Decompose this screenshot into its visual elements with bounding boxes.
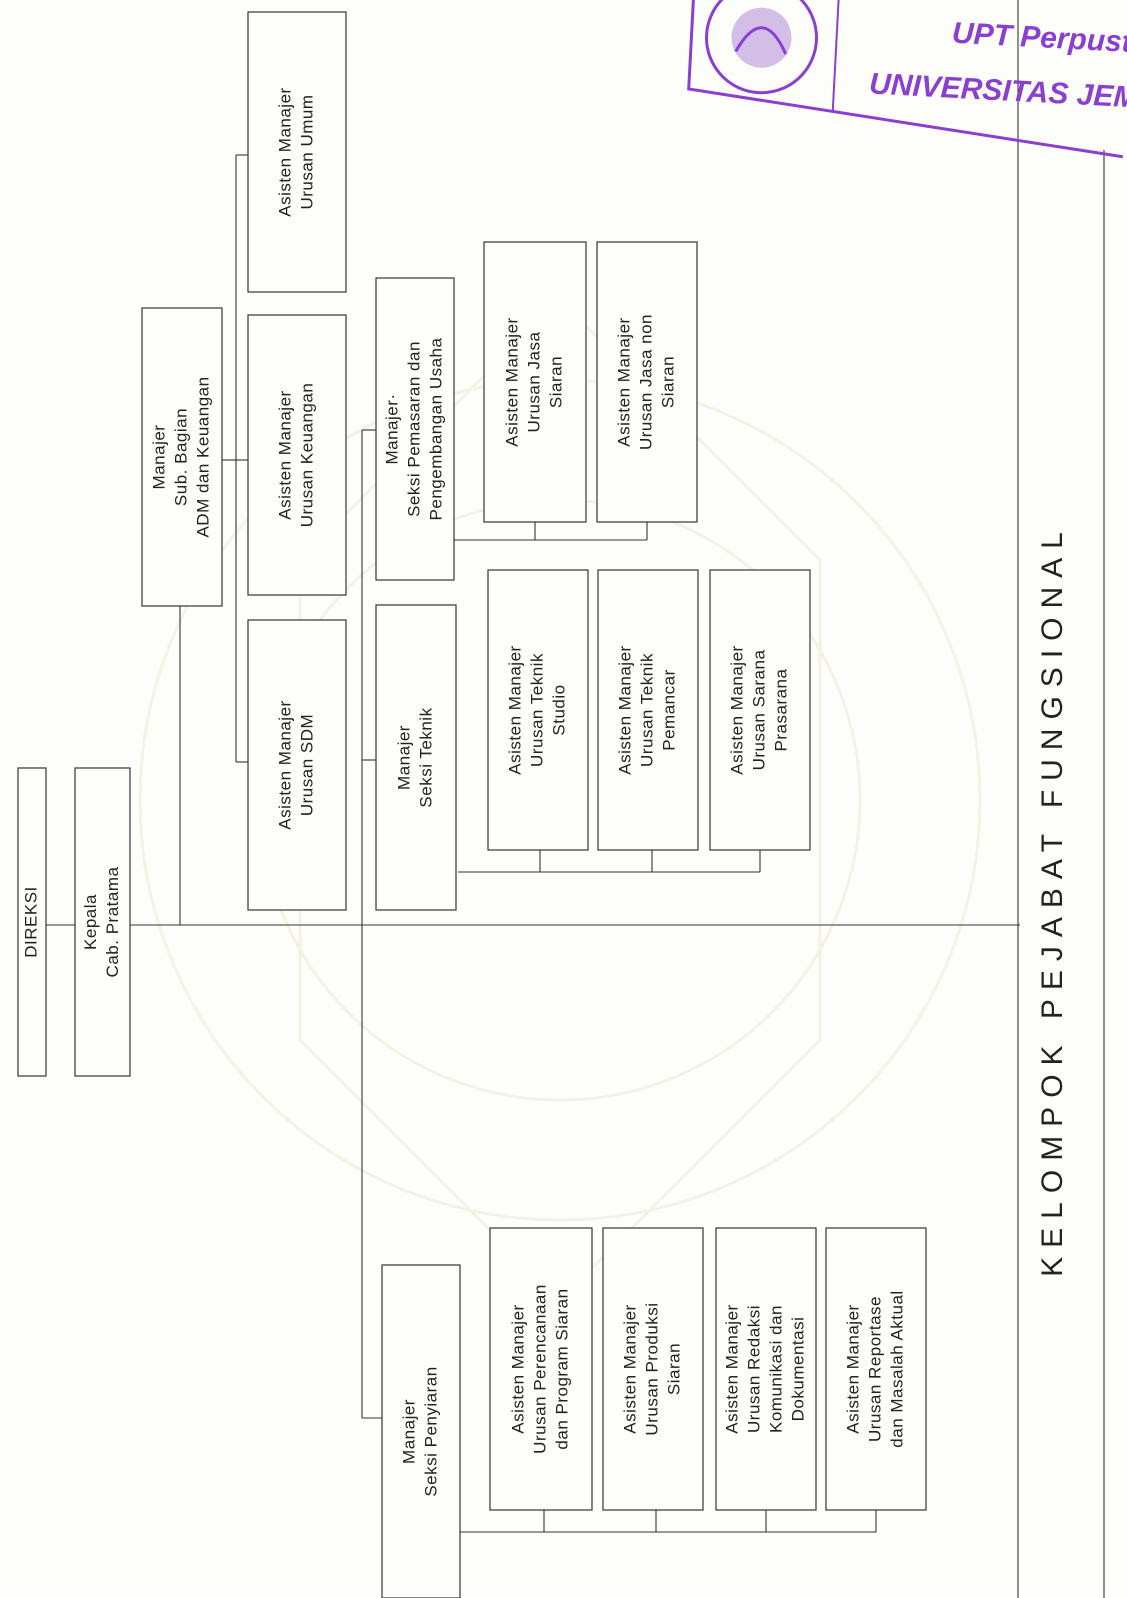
node-label-line: dan Program Siaran: [552, 1288, 571, 1449]
node-label-line: Urusan Perencanaan: [530, 1284, 549, 1454]
node-label-line: Komunikasi dan: [766, 1305, 785, 1433]
node-label-line: Seksi Penyiaran: [421, 1366, 440, 1496]
node-label-line: Pengembangan Usaha: [426, 338, 445, 521]
stamp-line-1: UPT Perpusta: [951, 17, 1127, 60]
node-box: [709, 569, 811, 851]
node-box: [597, 569, 699, 851]
node-label-line: Siaran: [546, 356, 565, 408]
node-label-line: Manajer·: [382, 393, 401, 464]
node-label-line: Urusan Jasa: [524, 331, 543, 432]
node-label-line: Sub. Bagian: [171, 408, 190, 506]
node-label-line: Kepala: [81, 894, 100, 950]
node-label-line: Asisten Manajer: [722, 1304, 741, 1433]
node-label-line: Asisten Manajer: [275, 390, 294, 519]
node-label-line: Seksi Pemasaran dan: [404, 341, 423, 517]
node-label-line: Asisten Manajer: [615, 645, 634, 774]
node-label-line: Asisten Manajer: [620, 1304, 639, 1433]
node-label-line: dan Masalah Aktual: [887, 1290, 906, 1447]
node-label-line: Urusan Reportase: [865, 1296, 884, 1442]
node-label-line: Dokumentasi: [788, 1317, 807, 1422]
node-box: [596, 241, 698, 523]
node-box: [375, 277, 455, 581]
node-label-line: Urusan Umum: [297, 94, 316, 209]
node-label-line: Manajer: [399, 1399, 418, 1464]
node-box: [487, 569, 589, 851]
node-box: [825, 1227, 927, 1511]
kelompok-pejabat-fungsional-label: KELOMPOK PEJABAT FUNGSIONAL: [1036, 523, 1069, 1277]
node-box: [489, 1227, 593, 1511]
node-box: [247, 11, 347, 293]
node-label-line: Seksi Teknik: [416, 707, 435, 807]
node-label-line: Urusan Redaksi: [744, 1305, 763, 1433]
node-label-line: Siaran: [658, 356, 677, 408]
node-box: [375, 604, 457, 911]
node-label-line: Manajer: [149, 425, 168, 490]
node-box: [74, 767, 131, 1077]
node-label-line: DIREKSI: [21, 886, 40, 958]
node-label-line: ADM dan Keuangan: [193, 376, 212, 537]
node-box: [247, 314, 347, 596]
node-label-line: Urusan Teknik: [527, 653, 546, 767]
node-label-line: Prasarana: [771, 668, 790, 751]
node-box: [141, 307, 223, 607]
node-direksi: DIREKSI: [17, 767, 47, 1077]
node-box: [381, 1264, 461, 1598]
node-box: [483, 241, 587, 523]
node-label-line: Cab. Pratama: [103, 867, 122, 978]
node-label-line: Asisten Manajer: [505, 645, 524, 774]
node-label-line: Urusan Teknik: [637, 653, 656, 767]
node-label-line: Studio: [549, 684, 568, 735]
node-label-line: Asisten Manajer: [502, 317, 521, 446]
node-label-line: Asisten Manajer: [614, 317, 633, 446]
node-label-line: Manajer: [394, 725, 413, 790]
node-label-line: Urusan SDM: [297, 714, 316, 816]
node-label-line: Asisten Manajer: [275, 87, 294, 216]
node-label-line: Urusan Sarana: [749, 650, 768, 771]
connector-lines: [44, 0, 1105, 1598]
node-label-line: Asisten Manajer: [843, 1304, 862, 1433]
node-label-line: Pemancar: [659, 669, 678, 750]
node-box: [715, 1227, 817, 1511]
node-label-line: Asisten Manajer: [275, 700, 294, 829]
node-label-line: Urusan Jasa non: [636, 314, 655, 450]
node-box: [247, 619, 347, 911]
node-box: [17, 767, 47, 1077]
node-label-line: Asisten Manajer: [508, 1304, 527, 1433]
node-label-line: Asisten Manajer: [727, 645, 746, 774]
node-box: [602, 1227, 704, 1511]
node-label-line: Urusan Keuangan: [297, 383, 316, 528]
stamp-line-2: UNIVERSITAS JEMBER: [868, 67, 1127, 117]
university-seal-icon: [705, 0, 819, 95]
node-label-line: Urusan Produksi: [642, 1302, 661, 1435]
node-label-line: Siaran: [664, 1343, 683, 1395]
